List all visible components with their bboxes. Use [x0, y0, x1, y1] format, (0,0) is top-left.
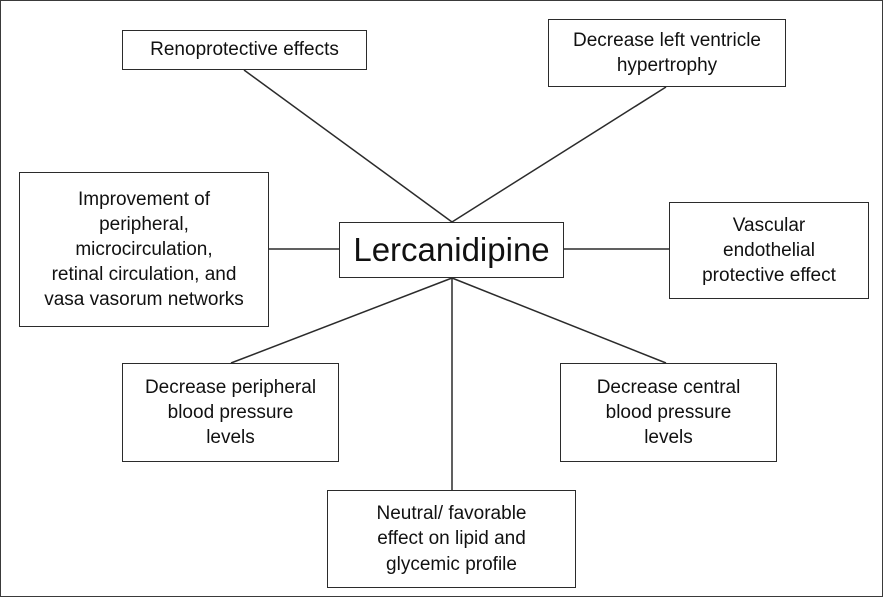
effect-label: Decrease peripheral blood pressure level… — [144, 376, 317, 449]
center-node-label: Lercanidipine — [353, 230, 550, 268]
effect-box-endothelial: Vascular endothelial protective effect — [669, 202, 869, 299]
connector-central-bp — [451, 277, 667, 364]
connector-left-ventricle — [451, 86, 667, 223]
effect-label: Renoprotective effects — [150, 39, 339, 61]
effect-label: Neutral/ favorable effect on lipid and g… — [376, 503, 527, 575]
effect-label: Decrease left ventricle hypertrophy — [573, 29, 761, 76]
center-node-lercanidipine: Lercanidipine — [339, 222, 564, 278]
effect-box-left-ventricle: Decrease left ventricle hypertrophy — [548, 19, 786, 87]
effect-box-renoprotective: Renoprotective effects — [122, 30, 367, 70]
effect-box-lipid-glycemic: Neutral/ favorable effect on lipid and g… — [327, 490, 576, 588]
effect-box-peripheral-bp: Decrease peripheral blood pressure level… — [122, 363, 339, 462]
connector-peripheral-bp — [230, 277, 453, 364]
effect-box-microcirculation: Improvement of peripheral, microcirculat… — [19, 172, 269, 327]
effect-box-central-bp: Decrease central blood pressure levels — [560, 363, 777, 462]
effect-label: Decrease central blood pressure levels — [596, 376, 741, 449]
effect-label: Vascular endothelial protective effect — [702, 214, 836, 287]
connector-renoprotective — [243, 69, 453, 223]
effect-label: Improvement of peripheral, microcirculat… — [44, 188, 244, 311]
